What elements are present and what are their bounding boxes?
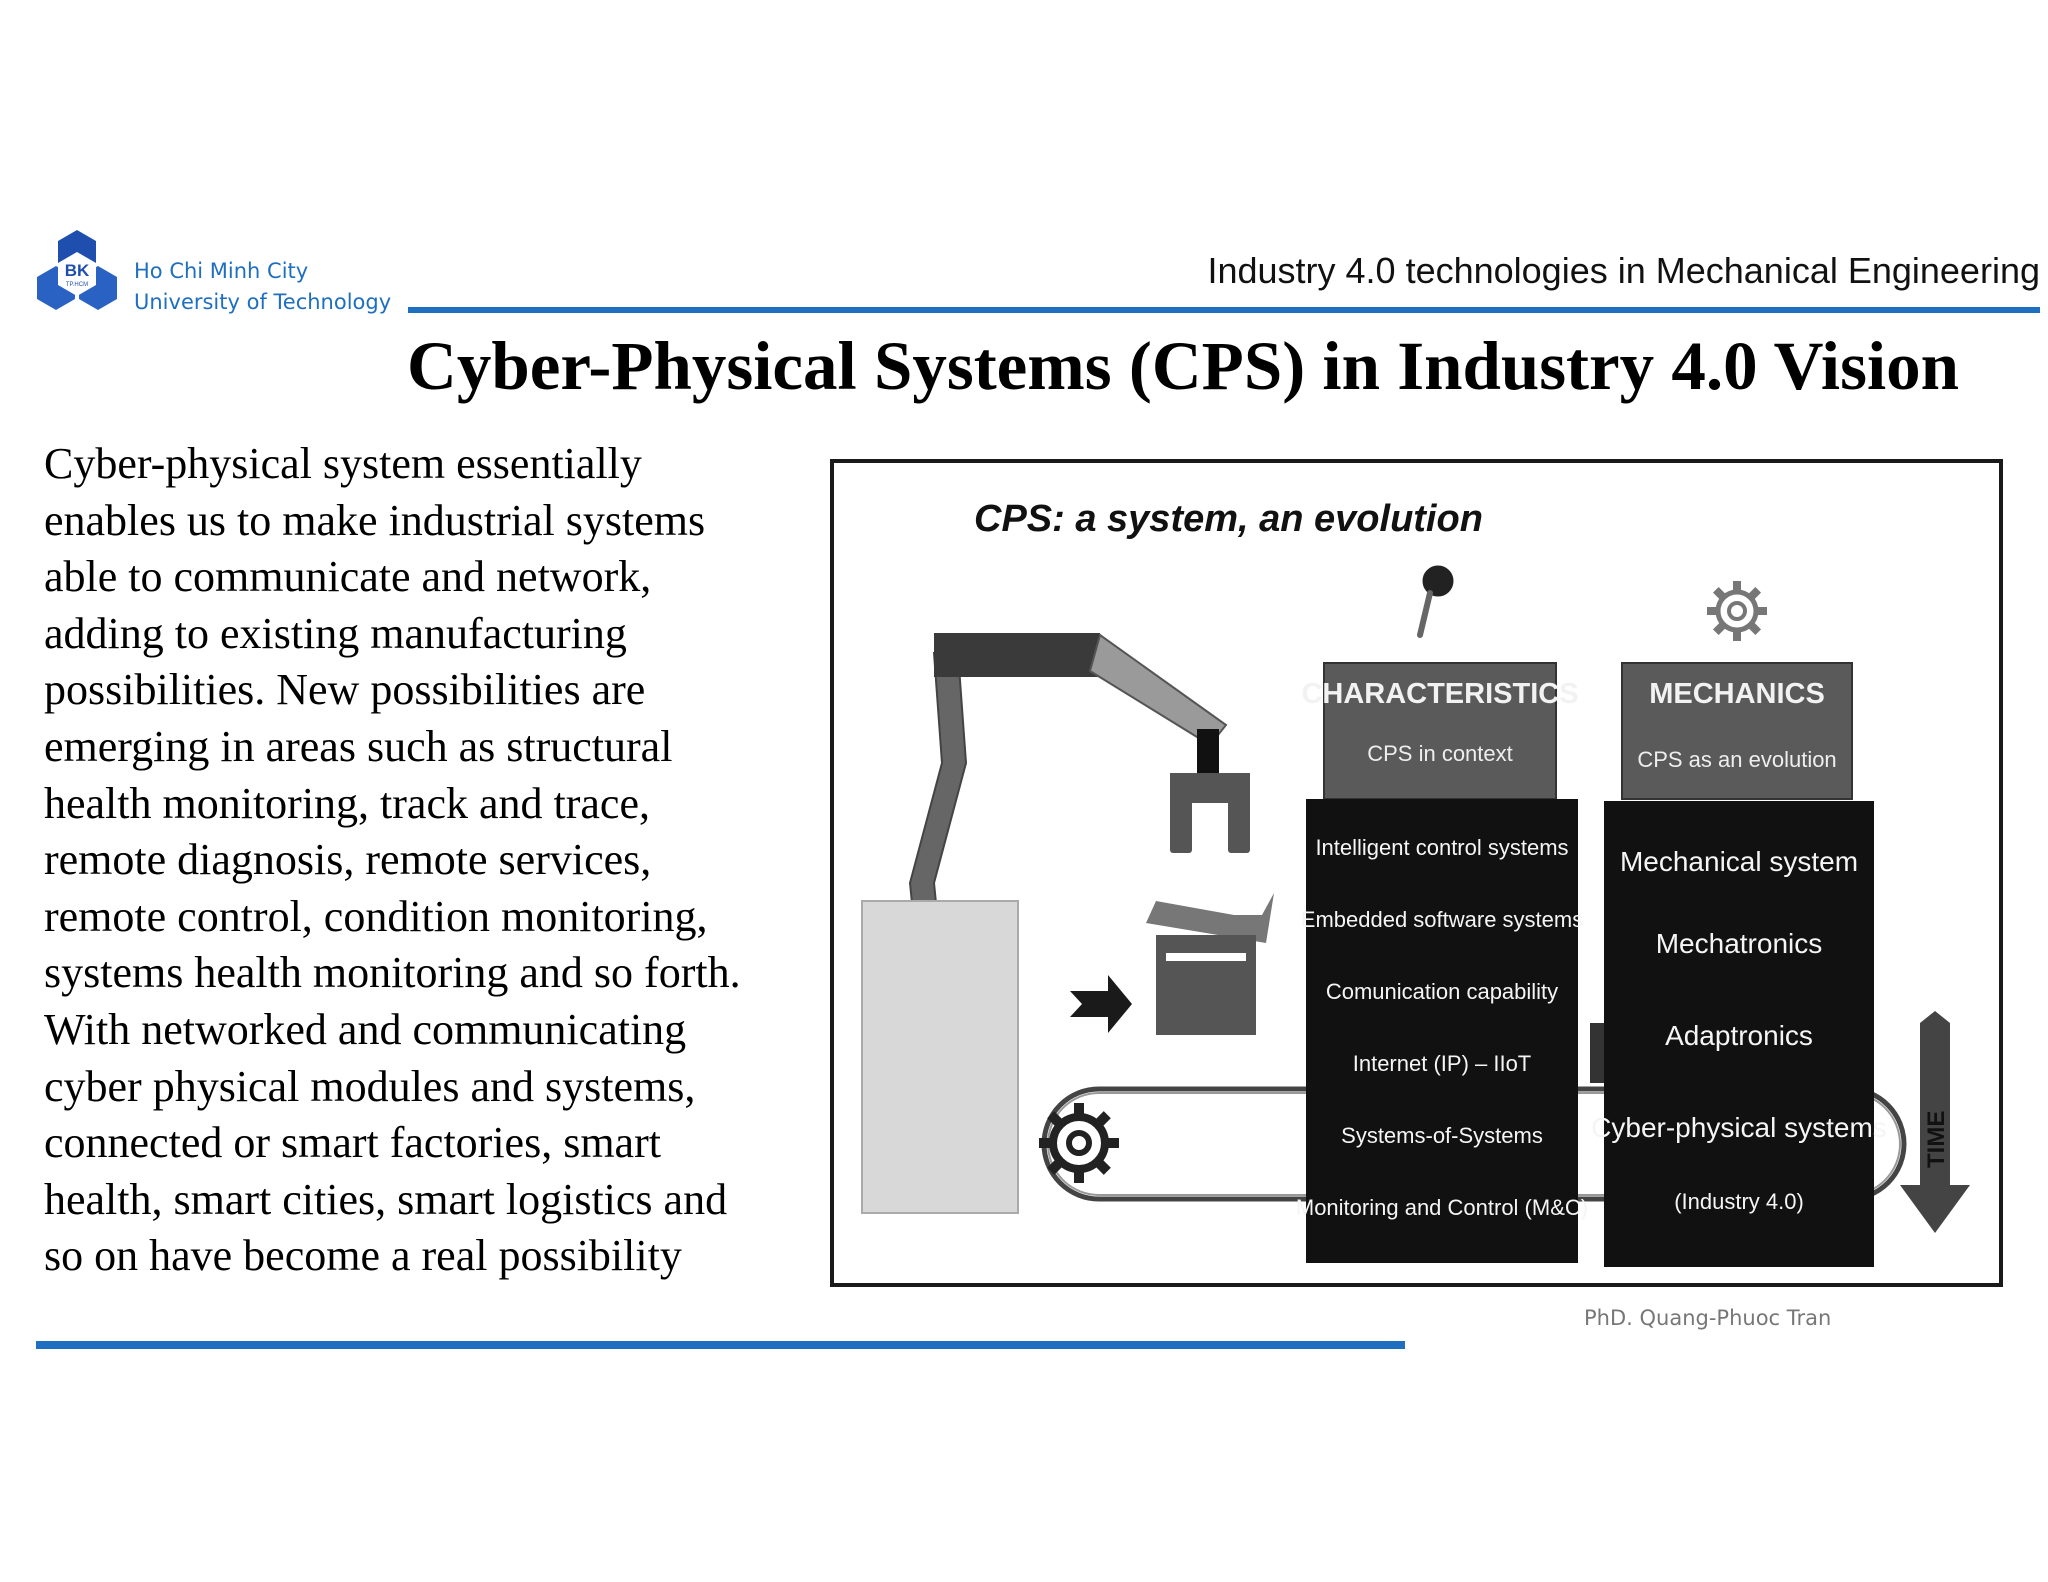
characteristics-title: CHARACTERISTICS	[1301, 678, 1578, 710]
footer-divider	[36, 1341, 1405, 1349]
arrow-right-icon	[1070, 975, 1132, 1033]
robot-arm	[908, 633, 1250, 964]
university-name: Ho Chi Minh City University of Technolog…	[134, 256, 391, 318]
characteristics-item: Comunication capability	[1326, 979, 1558, 1004]
body-line: adding to existing manufacturing	[44, 608, 627, 658]
mechanics-item: (Industry 4.0)	[1674, 1189, 1804, 1214]
pedestal	[861, 900, 1019, 1214]
mechanics-subtitle: CPS as an evolution	[1637, 747, 1836, 772]
mechanics-item: Cyber-physical systems	[1591, 1112, 1887, 1143]
author-footer: PhD. Quang-Phuoc Tran	[1584, 1306, 1832, 1330]
mechanics-item: Adaptronics	[1665, 1020, 1813, 1051]
mechanics-title: MECHANICS	[1649, 678, 1825, 710]
body-line: remote control, condition monitoring,	[44, 891, 708, 941]
body-paragraph: Cyber-physical system essentially enable…	[44, 436, 804, 1285]
body-line: health monitoring, track and trace,	[44, 778, 650, 828]
characteristics-column: CHARACTERISTICS CPS in context Intellige…	[1296, 662, 1588, 1263]
university-logo: BK TP.HCM	[34, 228, 120, 314]
characteristics-item: Embedded software systems	[1301, 907, 1583, 932]
body-line: remote diagnosis, remote services,	[44, 835, 652, 885]
mechanics-item: Mechatronics	[1656, 928, 1823, 959]
university-line-2: University of Technology	[134, 290, 392, 314]
body-line: With networked and communicating	[44, 1004, 687, 1054]
logo-text: BK	[65, 261, 90, 280]
characteristics-subtitle: CPS in context	[1367, 741, 1513, 766]
body-line: possibilities. New possibilities are	[44, 665, 646, 715]
body-line: enables us to make industrial systems	[44, 495, 706, 545]
body-line: connected or smart factories, smart	[44, 1118, 661, 1168]
time-arrow-icon: TIME	[1900, 1011, 1970, 1233]
figure-heading: CPS: a system, an evolution	[974, 498, 1483, 540]
body-line: so on have become a real possibility	[44, 1231, 682, 1281]
logo-subtext: TP.HCM	[66, 282, 88, 288]
university-line-1: Ho Chi Minh City	[134, 259, 309, 283]
package-box	[1146, 893, 1274, 1035]
conveyor-gear-icon	[1039, 1103, 1119, 1183]
slide-title: Cyber-Physical Systems (CPS) in Industry…	[407, 328, 1959, 404]
magnifier-icon	[1417, 565, 1454, 638]
course-title: Industry 4.0 technologies in Mechanical …	[1207, 250, 2040, 291]
body-line: systems health monitoring and so forth.	[44, 948, 741, 998]
body-line: cyber physical modules and systems,	[44, 1061, 696, 1111]
mechanics-item: Mechanical system	[1620, 846, 1858, 877]
mechanics-column: MECHANICS CPS as an evolution Mechanical…	[1591, 662, 1887, 1267]
characteristics-item: Monitoring and Control (M&C)	[1296, 1195, 1588, 1220]
body-line: Cyber-physical system essentially	[44, 439, 642, 488]
header-divider	[408, 307, 2040, 313]
body-line: emerging in areas such as structural	[44, 721, 673, 771]
gear-icon	[1707, 581, 1767, 641]
time-label: TIME	[1923, 1111, 1950, 1168]
cps-figure: CPS: a system, an evolution	[830, 459, 2003, 1287]
characteristics-item: Intelligent control systems	[1315, 835, 1568, 860]
characteristics-item: Internet (IP) – IIoT	[1353, 1051, 1532, 1076]
body-line: health, smart cities, smart logistics an…	[44, 1174, 728, 1224]
body-line: able to communicate and network,	[44, 552, 652, 602]
characteristics-item: Systems-of-Systems	[1341, 1123, 1543, 1148]
